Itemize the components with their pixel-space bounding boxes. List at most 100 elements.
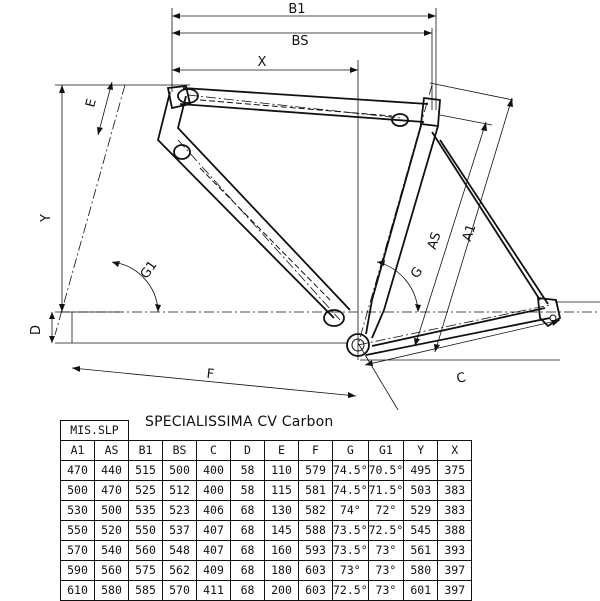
- table-cell: 130: [264, 500, 299, 521]
- table-cell: 515: [128, 460, 163, 481]
- reference-lines: [55, 8, 600, 410]
- table-cell: 470: [60, 460, 95, 481]
- table-cell: 560: [128, 540, 163, 561]
- column-header: Y: [403, 440, 439, 461]
- column-header: X: [437, 440, 473, 461]
- table-cell: 500: [60, 480, 95, 501]
- table-cell: 570: [162, 580, 197, 601]
- table-cell: 71.5°: [367, 480, 405, 501]
- dim-label-g1: G1: [138, 258, 161, 282]
- table-cell: 400: [196, 460, 231, 481]
- table-cell: 397: [437, 560, 473, 581]
- dim-label-c: C: [455, 370, 467, 387]
- table-cell: 545: [403, 520, 439, 541]
- table-cell: 388: [437, 520, 473, 541]
- column-header: B1: [128, 440, 163, 461]
- column-header: A1: [60, 440, 95, 461]
- column-header: D: [230, 440, 265, 461]
- table-cell: 470: [94, 480, 129, 501]
- table-cell: 145: [264, 520, 299, 541]
- dim-label-f: F: [206, 367, 215, 383]
- table-cell: 570: [60, 540, 95, 561]
- table-cell: 160: [264, 540, 299, 561]
- table-cell: 590: [60, 560, 95, 581]
- dim-label-d: D: [29, 325, 44, 335]
- table-cell: 535: [128, 500, 163, 521]
- column-header: G: [332, 440, 369, 461]
- table-cell: 73°: [367, 580, 405, 601]
- table-title: SPECIALISSIMA CV Carbon: [145, 414, 334, 430]
- table-cell: 523: [162, 500, 197, 521]
- table-cell: 588: [298, 520, 333, 541]
- table-cell: 603: [298, 580, 333, 601]
- centerlines: [54, 84, 600, 346]
- table-cell: 74.5°: [332, 480, 369, 501]
- table-cell: 74.5°: [332, 460, 369, 481]
- column-header: BS: [162, 440, 197, 461]
- table-cell: 575: [128, 560, 163, 581]
- table-cell: 520: [94, 520, 129, 541]
- column-header: AS: [94, 440, 129, 461]
- column-header: C: [196, 440, 231, 461]
- group-header-mis-slp: MIS.SLP: [60, 420, 129, 441]
- table-cell: 440: [94, 460, 129, 481]
- table-cell: 585: [128, 580, 163, 601]
- table-cell: 68: [230, 580, 265, 601]
- table-cell: 68: [230, 500, 265, 521]
- table-group-row: MIS.SLP: [60, 420, 472, 441]
- table-cell: 550: [128, 520, 163, 541]
- table-cell: 73°: [332, 560, 369, 581]
- dim-label-x: X: [258, 55, 267, 70]
- table-cell: 550: [60, 520, 95, 541]
- frame-geometry-drawing: B1 BS X E Y D G1 G AS A1 F C: [29, 2, 600, 410]
- table-cell: 525: [128, 480, 163, 501]
- dim-label-a1: A1: [460, 222, 480, 243]
- table-cell: 603: [298, 560, 333, 581]
- dim-label-as: AS: [425, 230, 445, 251]
- table-header-row: A1 AS B1 BS C D E F G G1 Y X: [60, 440, 473, 461]
- table-cell: 411: [196, 580, 231, 601]
- table-cell: 72.5°: [332, 580, 369, 601]
- table-cell: 580: [94, 580, 129, 601]
- table-cell: 74°: [332, 500, 369, 521]
- table-cell: 58: [230, 480, 265, 501]
- table-cell: 72.5°: [367, 520, 405, 541]
- table-cell: 68: [230, 560, 265, 581]
- table-cell: 72°: [367, 500, 405, 521]
- table-cell: 581: [298, 480, 333, 501]
- table-cell: 58: [230, 460, 265, 481]
- dim-label-bs: BS: [292, 34, 309, 49]
- table-cell: 579: [298, 460, 333, 481]
- table-cell: 110: [264, 460, 299, 481]
- table-cell: 562: [162, 560, 197, 581]
- geometry-table: MIS.SLP A1 AS B1 BS C D E F G G1 Y X 470…: [60, 420, 473, 601]
- table-cell: 610: [60, 580, 95, 601]
- table-cell: 537: [162, 520, 197, 541]
- table-cell: 200: [264, 580, 299, 601]
- table-cell: 530: [60, 500, 95, 521]
- dim-label-g: G: [408, 265, 426, 282]
- table-cell: 383: [437, 500, 473, 521]
- column-header: F: [298, 440, 333, 461]
- dim-label-b1: B1: [288, 2, 305, 17]
- table-cell: 593: [298, 540, 333, 561]
- table-cell: 68: [230, 520, 265, 541]
- dimension-lines: [49, 13, 561, 398]
- table-cell: 393: [437, 540, 473, 561]
- table-cell: 407: [196, 520, 231, 541]
- table-cell: 503: [403, 480, 439, 501]
- table-cell: 73.5°: [332, 540, 369, 561]
- table-cell: 500: [162, 460, 197, 481]
- table-cell: 375: [437, 460, 473, 481]
- table-cell: 383: [437, 480, 473, 501]
- bicycle-frame: [157, 85, 562, 357]
- table-cell: 180: [264, 560, 299, 581]
- table-blank-area: [129, 421, 472, 441]
